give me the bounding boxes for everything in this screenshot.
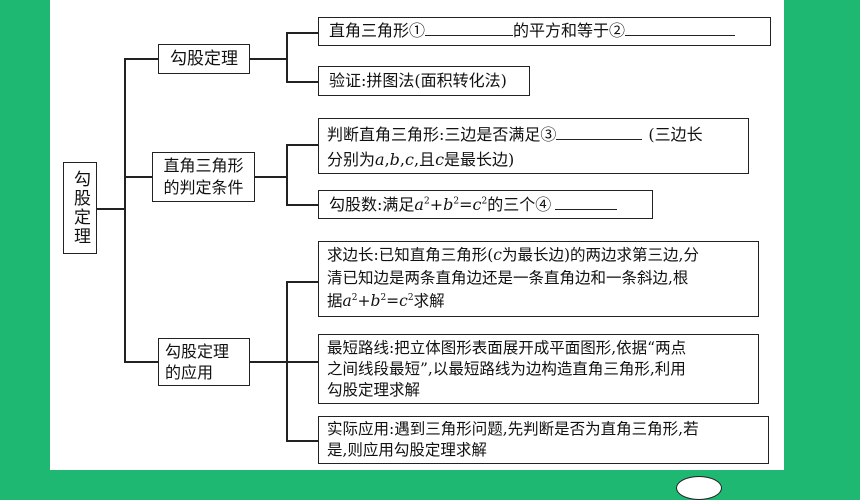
branch-node-application: 勾股定理 的应用 bbox=[158, 338, 250, 386]
answer-blank-3 bbox=[556, 124, 643, 140]
find-side-length: 求边长:已知直角三角形(c为最长边)的两边求第三边,分 清已知边是两条直角边还是… bbox=[318, 241, 759, 317]
answer-blank-1 bbox=[425, 20, 514, 36]
practical-application: 实际应用:遇到三角形问题,先判断是否为直角三角形,若 是,则应用勾股定理求解 bbox=[318, 416, 769, 464]
connector bbox=[286, 281, 318, 283]
connector bbox=[286, 144, 288, 205]
connector bbox=[286, 81, 318, 83]
pythagorean-triples: 勾股数:满足a2+b2=c2的三个④ bbox=[318, 190, 653, 219]
verification-method: 验证:拼图法(面积转化法) bbox=[318, 66, 530, 96]
converse-condition: 判断直角三角形:三边是否满足③(三边长 分别为a,b,c,且c是最长边) bbox=[318, 118, 749, 174]
connector bbox=[124, 58, 158, 60]
decorative-oval-icon bbox=[676, 476, 722, 500]
connector bbox=[124, 361, 158, 363]
answer-blank-4 bbox=[555, 194, 618, 210]
connector bbox=[286, 440, 318, 442]
answer-blank-2 bbox=[625, 20, 736, 36]
branch-node-criterion: 直角三角形 的判定条件 bbox=[152, 152, 255, 202]
connector bbox=[286, 144, 318, 146]
root-label: 勾股定理 bbox=[70, 170, 90, 246]
connector bbox=[286, 281, 288, 440]
branch-node-theorem: 勾股定理 bbox=[158, 44, 250, 74]
connector bbox=[250, 58, 286, 60]
branch-label: 勾股定理 bbox=[170, 49, 238, 69]
shortest-path: 最短路线:把立体图形表面展开成平面图形,依据“两点 之间线段最短”,以最短路线为… bbox=[318, 334, 759, 404]
root-node: 勾股定理 bbox=[63, 162, 97, 254]
connector bbox=[286, 204, 318, 206]
connector bbox=[124, 58, 126, 361]
connector bbox=[286, 32, 288, 82]
connector bbox=[255, 176, 286, 178]
connector bbox=[250, 361, 286, 363]
connector bbox=[124, 176, 152, 178]
connector bbox=[97, 208, 124, 210]
connector bbox=[286, 361, 318, 363]
connector bbox=[286, 32, 318, 34]
